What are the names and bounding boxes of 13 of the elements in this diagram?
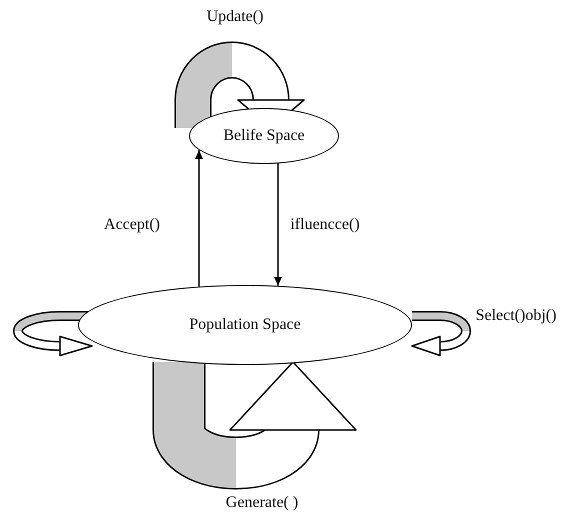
edge-label: Generate( ) [226,494,298,512]
arrow [274,164,282,286]
arrow [195,150,203,287]
curved-block-arrow [411,311,471,356]
curved-block-arrow [174,42,305,129]
curved-block-arrow [13,311,93,356]
edge-label: Accept() [104,216,160,234]
edge-label: Update() [206,8,264,26]
curved-block-arrow [152,362,356,490]
edge-label: Select()obj() [476,307,556,325]
node-label: Belife Space [223,127,305,145]
edge-label: ifluencce() [290,216,360,234]
node-label: Population Space [189,316,301,334]
